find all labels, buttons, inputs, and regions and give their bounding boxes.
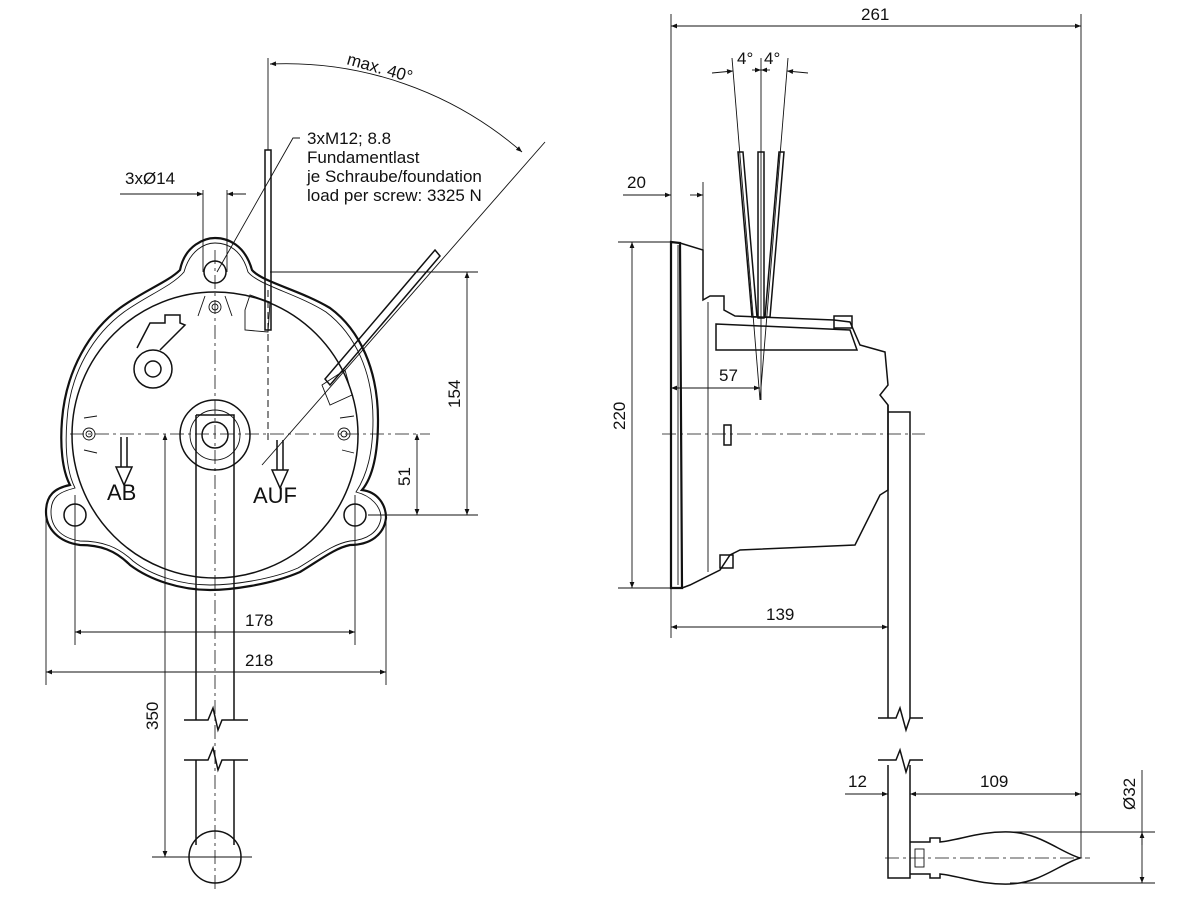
dim57-label: 57 — [719, 366, 738, 385]
side-foot — [719, 554, 734, 569]
angle-left-label: 4° — [737, 49, 753, 68]
housing-outline — [44, 236, 388, 592]
label-auf: AUF — [253, 483, 297, 508]
side-crank-break-bottom — [878, 747, 923, 775]
leader-line — [216, 137, 300, 273]
side-lever-right — [764, 151, 785, 318]
angle-ray-left — [731, 57, 761, 401]
angle-label: max. 40° — [345, 50, 415, 87]
crank-break-bottom — [184, 745, 248, 773]
pawl-pivot-inner — [144, 360, 162, 378]
side-bolt — [833, 315, 853, 329]
lever-slot — [244, 294, 271, 333]
side-stud — [723, 424, 732, 446]
front-view: max. 40° 3xM12; 8.8 Fundamentlast je Sch… — [44, 50, 546, 890]
lever-angled-slot — [321, 369, 353, 406]
note-line-2: Fundamentlast — [307, 148, 420, 167]
hub-inner — [201, 421, 229, 449]
crank-arm — [195, 414, 235, 845]
pawl-pivot — [133, 349, 173, 389]
hole-label: 3xØ14 — [125, 169, 175, 188]
label-ab: AB — [107, 480, 136, 505]
dim178-label: 178 — [245, 611, 273, 630]
side-crank — [887, 405, 911, 879]
screw-left-inner — [85, 430, 93, 438]
side-lever-left — [737, 151, 758, 318]
dim109-label: 109 — [980, 772, 1008, 791]
dim51-label: 51 — [395, 467, 414, 486]
dim32-label: Ø32 — [1120, 778, 1139, 810]
side-view: 4° 4° 261 20 57 220 139 — [610, 5, 1155, 885]
angle-right-label: 4° — [764, 49, 780, 68]
tick-marks — [83, 295, 355, 454]
dim350-label: 350 — [143, 702, 162, 730]
crank-break-top — [184, 705, 248, 733]
dim218-label: 218 — [245, 651, 273, 670]
angle-line — [261, 141, 546, 466]
angle-ray-right — [759, 57, 789, 401]
dim154-label: 154 — [445, 380, 464, 408]
base-plate — [669, 240, 684, 590]
side-bracket — [715, 323, 859, 351]
dim261-label: 261 — [861, 5, 889, 24]
arrow-down-auf — [270, 440, 290, 490]
side-crank-break-top — [878, 705, 923, 733]
note-line-1: 3xM12; 8.8 — [307, 129, 391, 148]
dim220-label: 220 — [610, 402, 629, 430]
note-line-3: je Schraube/foundation — [306, 167, 482, 186]
arrow-down-ab — [114, 437, 134, 487]
lever-angled — [324, 248, 441, 387]
angle-dim-right — [786, 69, 809, 74]
dim20-label: 20 — [627, 173, 646, 192]
housing-inner-outline — [50, 242, 382, 586]
note-line-4: load per screw: 3325 N — [307, 186, 482, 205]
side-housing — [679, 242, 889, 589]
angle-dim-left — [711, 69, 734, 74]
dim139-label: 139 — [766, 605, 794, 624]
dim12-label: 12 — [848, 772, 867, 791]
pawl — [136, 314, 187, 351]
angle-arc — [269, 61, 523, 153]
